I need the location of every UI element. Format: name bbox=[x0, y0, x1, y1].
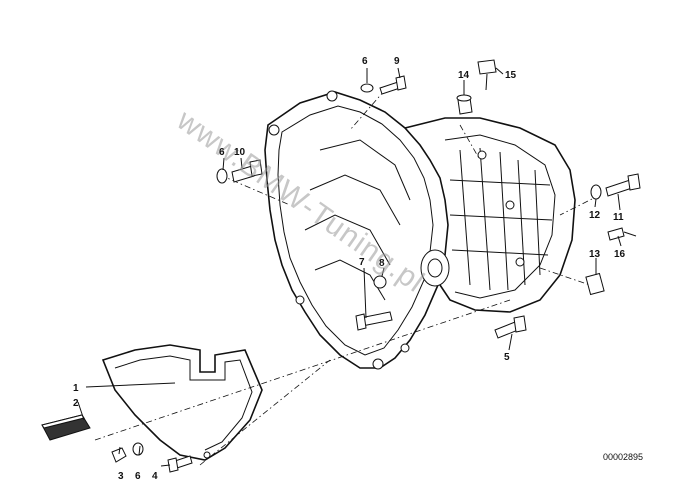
callout-5: 5 bbox=[504, 352, 510, 363]
assembly-axis-lines bbox=[94, 89, 601, 466]
callout-labels: 1 2 3 4 5 6 6 6 7 8 9 10 11 12 13 14 15 … bbox=[73, 56, 626, 482]
dust-cover-plate bbox=[101, 344, 263, 461]
callout-10: 10 bbox=[234, 147, 246, 158]
callout-6-bottom: 6 bbox=[135, 471, 141, 482]
callout-3: 3 bbox=[118, 471, 124, 482]
callout-7: 7 bbox=[359, 257, 365, 268]
callout-13: 13 bbox=[589, 249, 601, 260]
callout-1: 1 bbox=[73, 383, 79, 394]
hardware-parts bbox=[111, 59, 641, 473]
callout-4: 4 bbox=[152, 471, 158, 482]
callout-2: 2 bbox=[73, 398, 79, 409]
callout-12: 12 bbox=[589, 210, 601, 221]
rubber-buffer-part bbox=[41, 414, 91, 441]
callout-14: 14 bbox=[458, 70, 470, 81]
leader-lines bbox=[77, 67, 622, 467]
callout-6-left: 6 bbox=[219, 147, 225, 158]
drawing-number: 00002895 bbox=[603, 452, 643, 462]
callout-16: 16 bbox=[614, 249, 626, 260]
callout-6-top: 6 bbox=[362, 56, 368, 67]
transmission-housing bbox=[264, 90, 576, 370]
callout-11: 11 bbox=[613, 212, 624, 223]
callout-9: 9 bbox=[394, 56, 400, 67]
callout-15: 15 bbox=[505, 70, 517, 81]
callout-8: 8 bbox=[379, 258, 385, 269]
